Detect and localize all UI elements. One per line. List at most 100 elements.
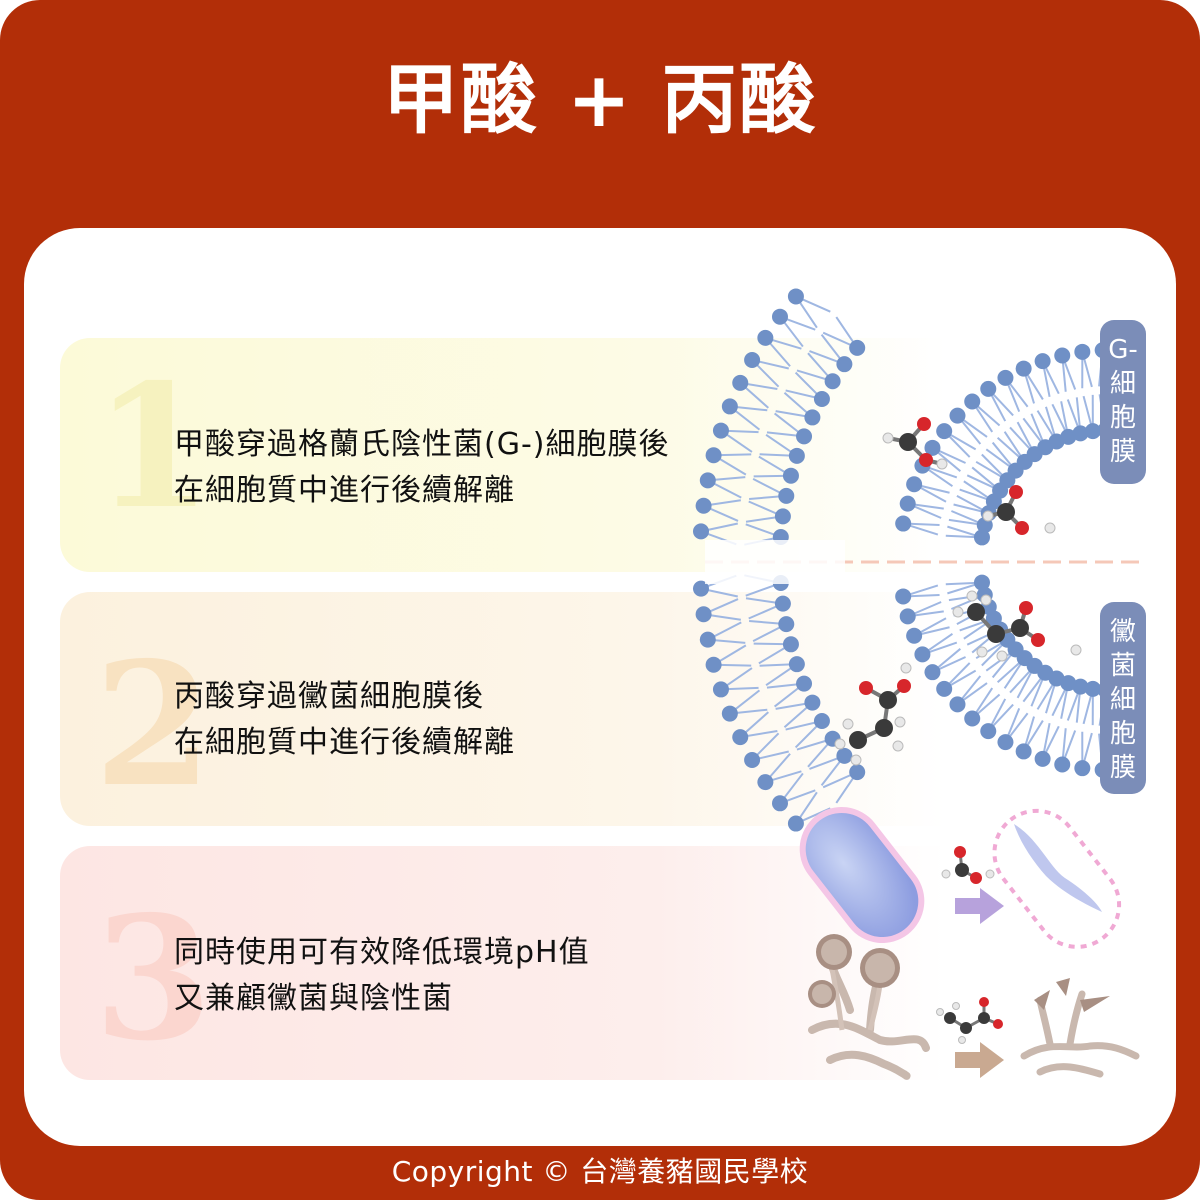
formate-ion-icon bbox=[982, 485, 1056, 535]
lipid-head bbox=[778, 487, 795, 504]
lipid-head bbox=[1072, 678, 1089, 695]
lipid-head bbox=[1015, 743, 1032, 760]
lipid-head bbox=[699, 472, 716, 489]
collapsed-mold-icon bbox=[1020, 978, 1140, 1078]
lipid-head bbox=[788, 656, 805, 673]
lipid-head bbox=[787, 815, 804, 832]
lipid-head bbox=[949, 407, 966, 424]
step-3-line-1: 同時使用可有效降低環境pH值 bbox=[174, 935, 590, 970]
fungal-outer-membrane bbox=[692, 574, 866, 832]
lipid-head bbox=[924, 439, 941, 456]
gram-negative-inner-membrane bbox=[692, 288, 866, 546]
lipid-head bbox=[744, 752, 761, 769]
lipid-head bbox=[692, 580, 709, 597]
lipid-head bbox=[796, 675, 813, 692]
step-1-line-1: 甲酸穿過格蘭氏陰性菌(G-)細胞膜後 bbox=[174, 427, 670, 462]
lipid-head bbox=[778, 616, 795, 633]
lipid-head bbox=[787, 288, 804, 305]
step-text-3: 同時使用可有效降低環境pH值 又兼顧黴菌與陰性菌 bbox=[174, 930, 590, 1022]
bacterium-rod-icon bbox=[799, 806, 925, 944]
tag-f-5: 膜 bbox=[1110, 753, 1136, 783]
arrow-right-icon-brown bbox=[955, 1042, 1004, 1078]
lipid-head bbox=[695, 606, 712, 623]
lipid-head bbox=[712, 681, 729, 698]
copyright-footer: Copyright © 台灣養豬國民學校 bbox=[391, 1155, 809, 1188]
step-number-3: 3 bbox=[94, 879, 213, 1079]
propionic-acid-small-icon bbox=[936, 997, 1003, 1044]
page-title: 甲酸 + 丙酸 bbox=[382, 55, 818, 144]
lipid-head bbox=[849, 764, 866, 781]
lipid-head bbox=[732, 374, 749, 391]
lipid-head bbox=[804, 409, 821, 426]
lipid-head bbox=[757, 329, 774, 346]
lipid-head bbox=[997, 734, 1014, 751]
lipid-head bbox=[899, 495, 916, 512]
fungal-membrane-tag: 黴 菌 細 胞 膜 bbox=[1100, 602, 1146, 794]
step-number-1: 1 bbox=[94, 347, 213, 547]
lipid-head bbox=[782, 636, 799, 653]
lipid-head bbox=[796, 428, 813, 445]
mold-icon bbox=[808, 934, 930, 1080]
tag-f-2: 菌 bbox=[1110, 651, 1136, 681]
step-text-2: 丙酸穿過黴菌細胞膜後 在細胞質中進行後續解離 bbox=[174, 674, 515, 766]
lipid-head bbox=[732, 729, 749, 746]
lipid-head bbox=[692, 523, 709, 540]
lipid-head bbox=[1015, 360, 1032, 377]
gram-negative-membrane-tag: G- 細 胞 膜 bbox=[1100, 320, 1146, 484]
lipid-head bbox=[788, 447, 805, 464]
lipid-head bbox=[980, 723, 997, 740]
lipid-head bbox=[1084, 680, 1101, 697]
lipid-head bbox=[836, 356, 853, 373]
tag-f-3: 細 bbox=[1110, 685, 1136, 715]
lipid-head bbox=[804, 694, 821, 711]
propionic-acid-molecule-icon bbox=[834, 662, 912, 766]
lipid-head bbox=[836, 747, 853, 764]
lipid-head bbox=[782, 467, 799, 484]
step-text-1: 甲酸穿過格蘭氏陰性菌(G-)細胞膜後 在細胞質中進行後續解離 bbox=[174, 422, 669, 514]
lipid-head bbox=[721, 398, 738, 415]
lipid-head bbox=[1034, 353, 1051, 370]
lipid-head bbox=[771, 308, 788, 325]
tag-f-1: 黴 bbox=[1110, 617, 1136, 647]
lipid-head bbox=[1054, 347, 1071, 364]
lipid-head bbox=[949, 696, 966, 713]
lipid-head bbox=[774, 508, 791, 525]
lipid-head bbox=[699, 631, 716, 648]
tag-g-1: G- bbox=[1108, 335, 1138, 365]
lipid-head bbox=[813, 712, 830, 729]
lipid-head bbox=[705, 656, 722, 673]
lipid-head bbox=[924, 664, 941, 681]
tag-g-2: 細 bbox=[1110, 369, 1136, 399]
step-panel-1: 1 甲酸穿過格蘭氏陰性菌(G-)細胞膜後 在細胞質中進行後續解離 bbox=[60, 338, 1140, 572]
lipid-head bbox=[771, 795, 788, 812]
lipid-head bbox=[1060, 428, 1077, 445]
lipid-head bbox=[1072, 425, 1089, 442]
lipid-head bbox=[914, 646, 931, 663]
lipid-head bbox=[936, 680, 953, 697]
tag-g-4: 膜 bbox=[1110, 437, 1136, 467]
step-2-line-2: 在細胞質中進行後續解離 bbox=[174, 725, 515, 760]
lipid-head bbox=[712, 422, 729, 439]
lipid-head bbox=[936, 423, 953, 440]
lipid-head bbox=[973, 574, 990, 591]
step-number-2: 2 bbox=[94, 625, 213, 825]
membrane-bilayers bbox=[692, 288, 1114, 832]
tag-g-3: 胞 bbox=[1110, 403, 1136, 433]
membrane-fade-band bbox=[705, 540, 845, 584]
lipid-head bbox=[1074, 343, 1091, 360]
step-3-line-2: 又兼顧黴菌與陰性菌 bbox=[174, 981, 453, 1016]
lipid-head bbox=[906, 627, 923, 644]
lipid-head bbox=[744, 351, 761, 368]
lipid-head bbox=[1034, 750, 1051, 767]
lipid-head bbox=[824, 373, 841, 390]
content-card: 1 甲酸穿過格蘭氏陰性菌(G-)細胞膜後 在細胞質中進行後續解離 2 丙酸穿過黴… bbox=[24, 228, 1176, 1146]
lipid-head bbox=[757, 774, 774, 791]
lipid-head bbox=[964, 710, 981, 727]
lipid-head bbox=[895, 515, 912, 532]
step-1-line-2: 在細胞質中進行後續解離 bbox=[174, 473, 515, 508]
formic-acid-small-icon bbox=[941, 846, 995, 884]
arrow-right-icon-purple bbox=[955, 888, 1004, 924]
lipid-head bbox=[1074, 760, 1091, 777]
